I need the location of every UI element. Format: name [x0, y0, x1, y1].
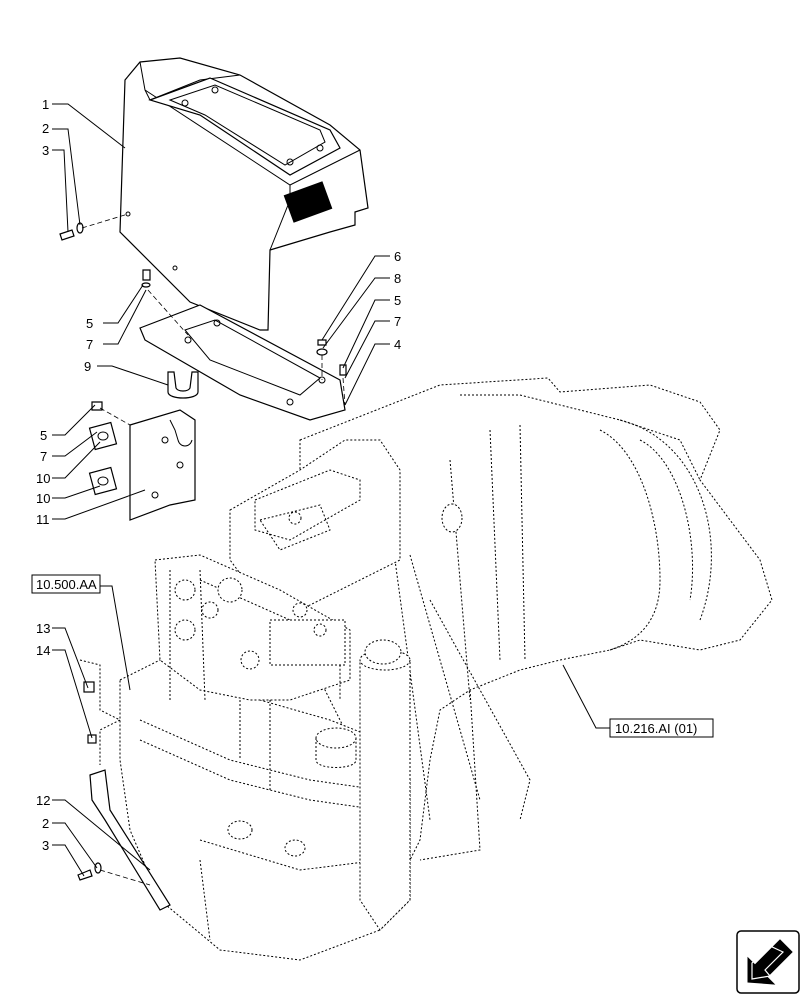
callout-13: 13: [36, 621, 50, 636]
callout-7-right: 7: [394, 314, 401, 329]
washer-nut-lower: [88, 466, 118, 496]
callout-5-right: 5: [394, 293, 401, 308]
callout-9: 9: [84, 359, 91, 374]
callout-11: 11: [36, 512, 50, 527]
reference-left[interactable]: 10.500.AA: [31, 574, 101, 594]
callout-14: 14: [36, 643, 50, 658]
callout-5-plate: 5: [86, 316, 93, 331]
screw-lower-left: [77, 862, 102, 881]
callout-10-upper: 10: [36, 471, 50, 486]
grommet: [167, 371, 199, 399]
callout-3-top: 3: [42, 143, 49, 158]
alignment-lines: [81, 213, 346, 886]
screw-plate-right: [316, 339, 347, 376]
callout-7-bracket: 7: [40, 449, 47, 464]
transmission-housing-outline: [119, 377, 773, 961]
leader-lines: [52, 103, 610, 877]
reference-left-label: 10.500.AA: [36, 577, 97, 592]
screw-left-top: [59, 222, 84, 241]
next-page-arrow-icon[interactable]: [736, 930, 800, 994]
base-plate: [139, 304, 346, 421]
side-panel: [79, 659, 171, 911]
callout-7-plate: 7: [86, 337, 93, 352]
callout-5-bracket: 5: [40, 428, 47, 443]
console-cover: [119, 57, 369, 331]
callout-1: 1: [42, 97, 49, 112]
washer-nut-upper: [88, 421, 118, 451]
callout-8: 8: [394, 271, 401, 286]
callout-2-bottom: 2: [42, 816, 49, 831]
callout-3-bottom: 3: [42, 838, 49, 853]
reference-right[interactable]: 10.216.AI (01): [609, 718, 714, 738]
screw-plate-left: [141, 269, 151, 288]
reference-right-label: 10.216.AI (01): [615, 721, 697, 736]
clip-fastener: [83, 681, 97, 744]
callout-6: 6: [394, 249, 401, 264]
callout-4: 4: [394, 337, 401, 352]
callout-12: 12: [36, 793, 50, 808]
bracket: [129, 409, 196, 521]
callout-labels: 1 2 3 6 8 5 7 4 5 7 9 5 7 10 10 11 13 14…: [36, 97, 401, 853]
callout-10-lower: 10: [36, 491, 50, 506]
callout-2-top: 2: [42, 121, 49, 136]
